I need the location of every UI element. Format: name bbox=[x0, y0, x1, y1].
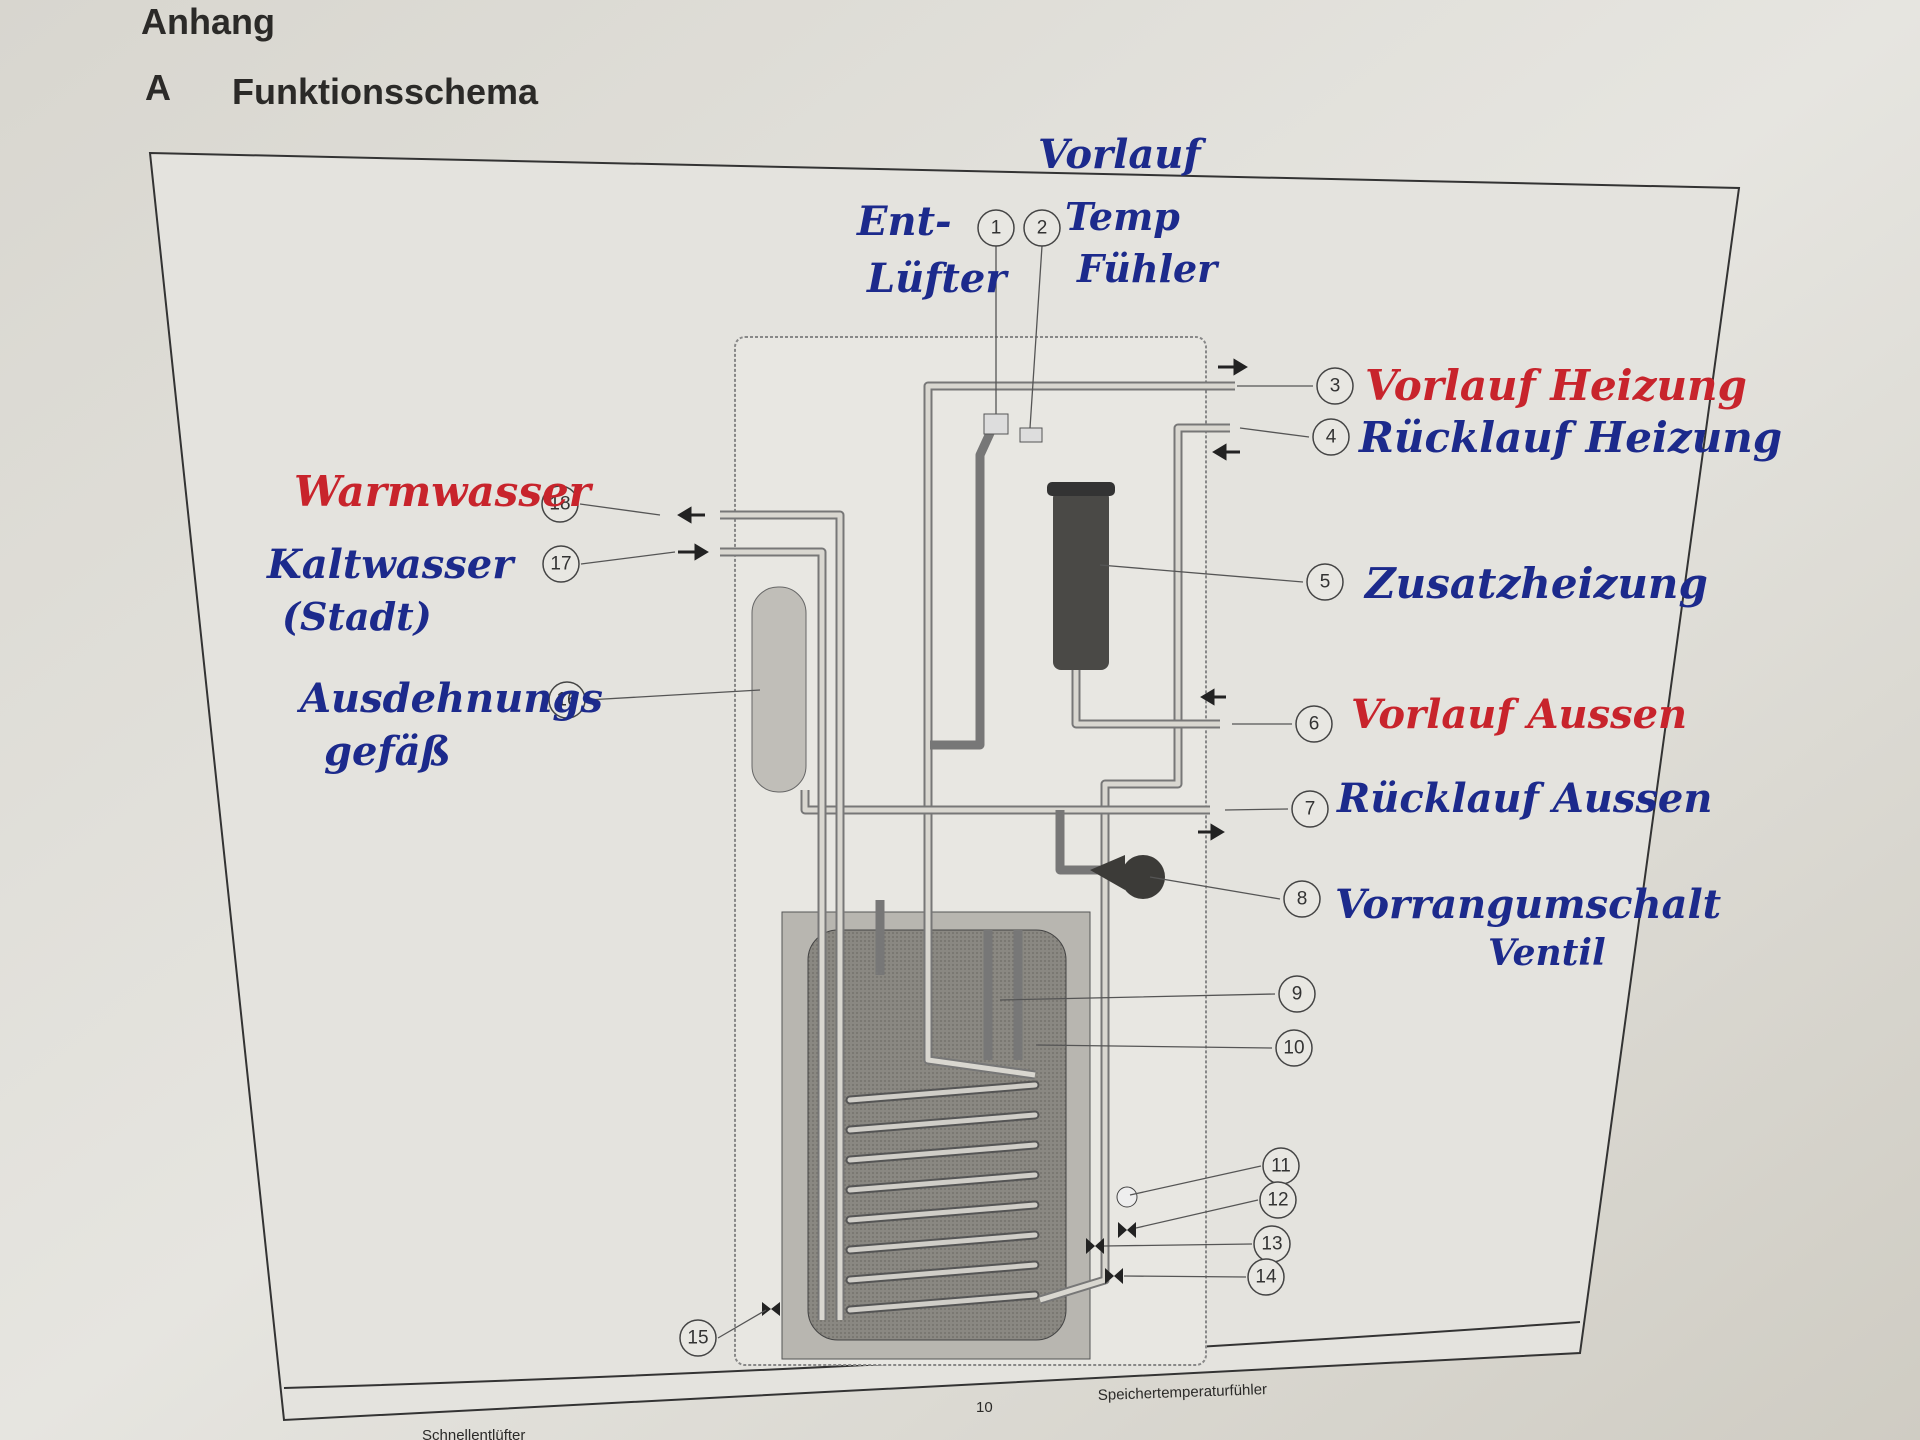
note-hot-water: Warmwasser bbox=[294, 467, 594, 516]
component-numbers: 1 2 3 4 5 6 7 8 9 10 11 12 13 14 15 16 1… bbox=[541, 209, 1354, 1357]
note-cold-water-1: Kaltwasser bbox=[266, 541, 516, 588]
flow-arrows bbox=[677, 358, 1248, 841]
callout-6: 6 bbox=[1295, 705, 1333, 743]
callout-5: 5 bbox=[1306, 563, 1344, 601]
callout-2: 2 bbox=[1023, 209, 1061, 247]
expansion-vessel bbox=[751, 586, 807, 793]
appendix-letter: A bbox=[145, 67, 171, 108]
auxiliary-heater-cap bbox=[1047, 482, 1115, 496]
callout-10: 10 bbox=[1275, 1029, 1313, 1067]
note-expansion-1: Ausdehnungs bbox=[296, 675, 603, 722]
page-title: Funktionsschema bbox=[232, 71, 539, 112]
svg-text:4: 4 bbox=[1326, 427, 1337, 448]
leader-lines bbox=[579, 245, 1313, 1339]
note-flow-heating: Vorlauf Heizung bbox=[1365, 361, 1747, 410]
svg-text:14: 14 bbox=[1255, 1267, 1277, 1288]
callout-3: 3 bbox=[1316, 367, 1354, 405]
svg-text:5: 5 bbox=[1320, 572, 1331, 593]
svg-text:11: 11 bbox=[1271, 1156, 1291, 1177]
callout-11: 11 bbox=[1262, 1147, 1300, 1185]
svg-text:10: 10 bbox=[1283, 1038, 1304, 1059]
valve-body bbox=[1090, 855, 1125, 890]
svg-text:15: 15 bbox=[687, 1328, 708, 1349]
svg-text:18: 18 bbox=[549, 494, 570, 515]
svg-text:8: 8 bbox=[1297, 889, 1308, 910]
callout-7: 7 bbox=[1291, 790, 1329, 828]
note-air-vent-1: Ent- bbox=[856, 198, 952, 245]
callout-4: 4 bbox=[1312, 418, 1350, 456]
callout-17: 17 bbox=[542, 545, 580, 583]
callout-8: 8 bbox=[1283, 880, 1321, 918]
section-heading: Anhang bbox=[141, 1, 275, 42]
callout-14: 14 bbox=[1247, 1258, 1285, 1296]
note-flow-sensor-2: Temp bbox=[1065, 194, 1180, 239]
note-aux-heater: Zusatzheizung bbox=[1363, 559, 1708, 608]
note-flow-sensor-3: Fühler bbox=[1076, 246, 1220, 291]
note-air-vent-2: Lüfter bbox=[866, 255, 1009, 302]
svg-text:12: 12 bbox=[1267, 1190, 1288, 1211]
note-return-heating: Rücklauf Heizung bbox=[1358, 413, 1782, 462]
callout-13: 13 bbox=[1253, 1225, 1291, 1263]
callout-16: 16 bbox=[548, 681, 586, 719]
handwritten-annotations: Ent- Lüfter Vorlauf Temp Fühler Vorlauf … bbox=[266, 131, 1782, 974]
callout-12: 12 bbox=[1259, 1181, 1297, 1219]
priority-switch-valve bbox=[1121, 855, 1165, 899]
note-priority-valve-2: Ventil bbox=[1488, 932, 1606, 974]
note-cold-water-2: (Stadt) bbox=[282, 594, 432, 639]
note-flow-sensor-1: Vorlauf bbox=[1038, 131, 1206, 178]
svg-text:6: 6 bbox=[1309, 714, 1320, 735]
pipework bbox=[720, 381, 1235, 1320]
note-flow-outside: Vorlauf Aussen bbox=[1351, 691, 1687, 738]
svg-text:7: 7 bbox=[1305, 799, 1316, 820]
callout-1: 1 bbox=[977, 209, 1015, 247]
callout-9: 9 bbox=[1278, 975, 1316, 1013]
drain-valves bbox=[762, 1222, 1136, 1316]
flow-temp-sensor bbox=[1019, 427, 1043, 443]
svg-text:13: 13 bbox=[1261, 1234, 1282, 1255]
svg-text:3: 3 bbox=[1330, 376, 1341, 397]
callout-18: 18 bbox=[541, 485, 579, 523]
svg-text:1: 1 bbox=[991, 218, 1002, 239]
svg-text:16: 16 bbox=[556, 690, 577, 711]
svg-text:17: 17 bbox=[550, 554, 571, 575]
note-return-outside: Rücklauf Aussen bbox=[1336, 775, 1712, 822]
callout-15: 15 bbox=[679, 1319, 717, 1357]
note-priority-valve-1: Vorrangumschalt bbox=[1335, 881, 1722, 928]
page-number: 10 bbox=[976, 1399, 993, 1416]
note-expansion-2: gefäß bbox=[324, 728, 451, 775]
svg-text:2: 2 bbox=[1037, 218, 1048, 239]
pressure-gauge bbox=[1116, 1186, 1138, 1208]
cut-off-text: Schnellentlüfter bbox=[422, 1427, 525, 1440]
air-vent bbox=[983, 413, 1009, 435]
auxiliary-heater bbox=[1053, 490, 1109, 670]
svg-text:9: 9 bbox=[1292, 984, 1303, 1005]
legend-fragment: Speichertemperaturfühler bbox=[1098, 1381, 1268, 1404]
